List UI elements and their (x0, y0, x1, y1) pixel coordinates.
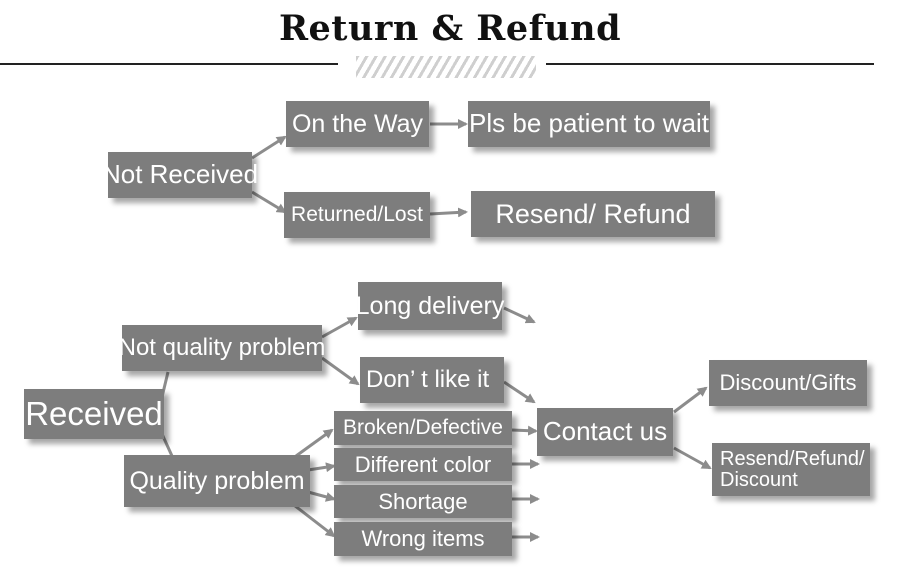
node-contact-us: Contact us (537, 408, 673, 456)
arrow-quality-to-broken (295, 428, 334, 458)
node-returned-lost: Returned/Lost (284, 192, 430, 238)
arrow-quality-to-shortage (307, 490, 336, 502)
node-broken-defective: Broken/Defective (334, 411, 512, 445)
node-discount-gifts: Discount/Gifts (709, 360, 867, 406)
node-wrong-items: Wrong items (334, 522, 512, 556)
arrow-contact-to-resend-refund (673, 446, 712, 470)
diagram-title: Return & Refund (278, 8, 622, 49)
arrow-quality-to-wrong (289, 500, 336, 538)
node-not-quality-problem: Not quality problem (119, 325, 325, 371)
arrow-not-received-to-returned-lost (251, 190, 287, 214)
node-resend-refund-discount: Resend/Refund/ Discount (712, 443, 870, 496)
arrow-quality-to-color (307, 462, 336, 473)
title-hatch-decoration (356, 56, 536, 78)
arrow-dont-like-to-contact (503, 380, 536, 404)
node-pls-be-patient: Pls be patient to wait (468, 101, 710, 147)
arrow-not-received-to-on-the-way (251, 135, 287, 160)
title-rule-left (0, 63, 338, 65)
node-quality-problem: Quality problem (124, 455, 310, 507)
node-not-received: Not Received (102, 152, 258, 198)
arrow-contact-to-discount (673, 386, 708, 414)
node-on-the-way: On the Way (286, 101, 429, 147)
arrow-not-quality-to-dont-like (321, 356, 360, 386)
arrow-long-delivery-out (503, 306, 536, 324)
arrow-not-quality-to-long-delivery (321, 316, 358, 339)
node-received: Received (24, 389, 164, 439)
node-dont-like-it: Don’ t like it (360, 357, 504, 403)
node-shortage: Shortage (334, 485, 512, 518)
arrow-returned-lost-to-resend (429, 207, 468, 218)
node-different-color: Different color (334, 448, 512, 481)
arrow-broken-to-contact (511, 425, 538, 436)
node-long-delivery: Long delivery (356, 282, 504, 330)
title-rule-right (546, 63, 874, 65)
node-resend-refund: Resend/ Refund (471, 191, 715, 237)
